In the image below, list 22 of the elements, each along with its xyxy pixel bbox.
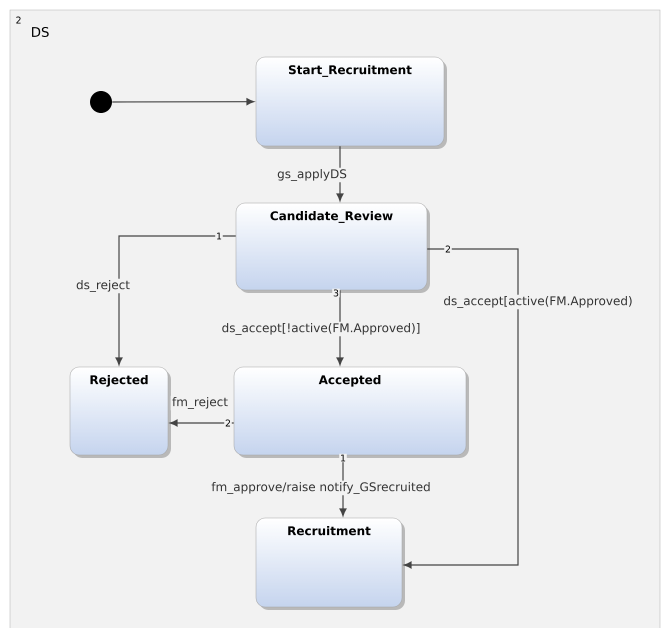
priority-number: 2 — [16, 16, 21, 24]
state-box: Start_Recruitment — [256, 56, 444, 146]
edge-label: ds_accept[!active(FM.Approved)] — [220, 322, 422, 336]
transition-arrow — [404, 248, 519, 568]
edge-label: ds_accept[active(FM.Approved) — [442, 294, 634, 310]
transition-arrow — [170, 420, 234, 426]
initial-state-dot — [90, 91, 112, 113]
edge-label: fm_approve/raise notify_GSrecruited — [210, 480, 432, 496]
priority-number: 2 — [444, 244, 452, 254]
state-box: Accepted — [234, 366, 466, 456]
edge-label: ds_reject — [74, 278, 132, 294]
transition-arrow — [116, 235, 236, 366]
edge-label: gs_applyDS — [276, 168, 348, 182]
state-box: Candidate_Review — [236, 202, 428, 290]
priority-number: 3 — [332, 288, 340, 298]
edge-label: fm_reject — [170, 396, 230, 410]
transition-arrow — [336, 290, 344, 366]
transition-arrow — [112, 98, 254, 106]
state-box: Rejected — [70, 366, 168, 456]
priority-number: 2 — [224, 418, 232, 428]
state-box: Recruitment — [256, 518, 402, 608]
region-name: DS — [32, 26, 49, 38]
